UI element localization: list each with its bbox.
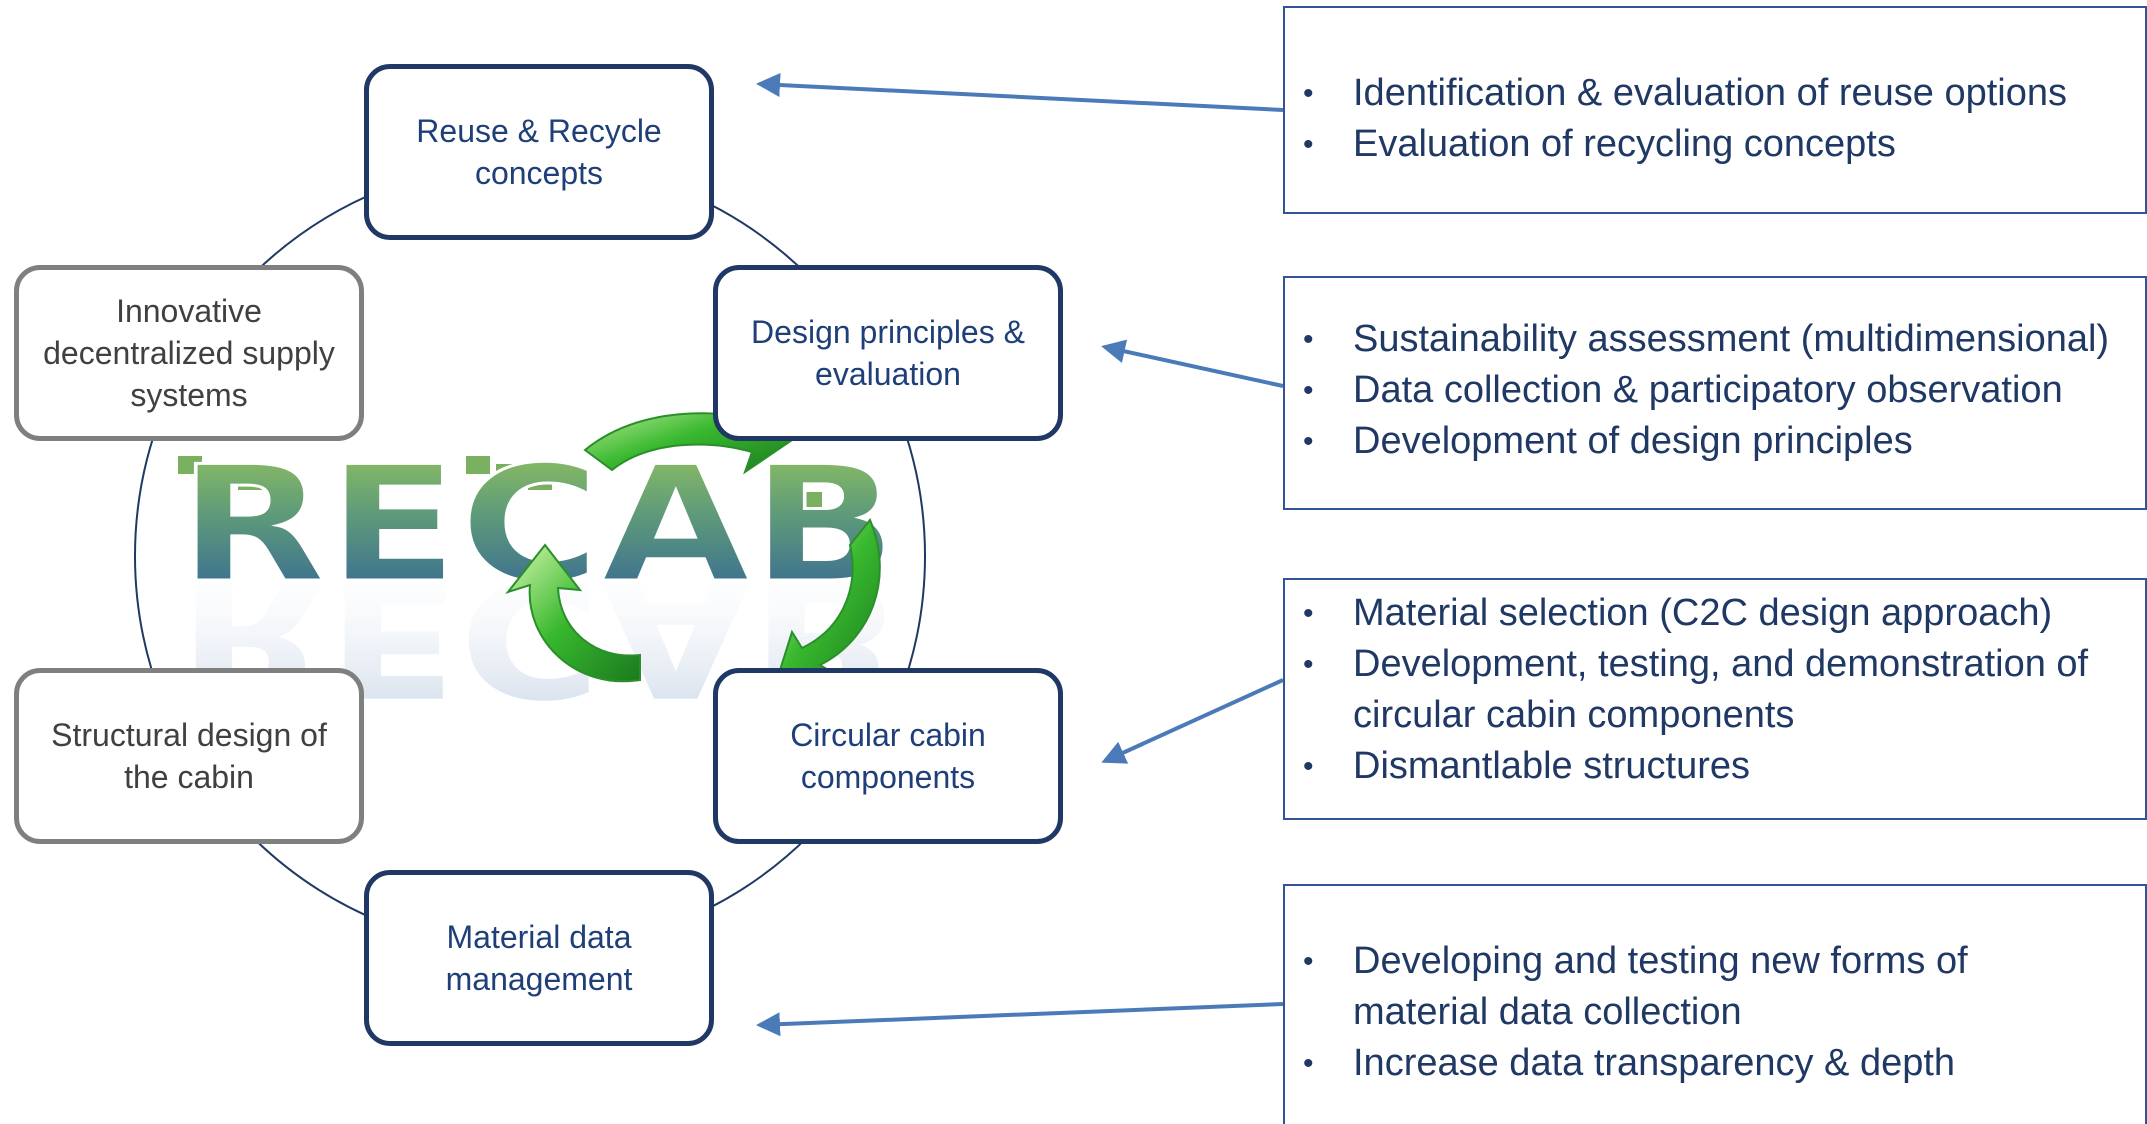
panel-design-principles: •Sustainability assessment (multidimensi…: [1283, 276, 2147, 510]
bullet-list: •Developing and testing new forms of mat…: [1285, 936, 2085, 1089]
pointer-arrow-4: [756, 1002, 1284, 1037]
recab-logo: RECAB RECAB: [177, 430, 900, 732]
list-item: •Sustainability assessment (multidimensi…: [1285, 314, 2141, 365]
node-structural-design: Structural design of the cabin: [14, 668, 364, 844]
pointer-arrow-1: [756, 73, 1284, 112]
bullet-icon: •: [1303, 1047, 1314, 1080]
bullet-icon: •: [1303, 374, 1314, 407]
bullet-icon: •: [1303, 945, 1314, 978]
bullet-icon: •: [1303, 425, 1314, 458]
list-item: •Material selection (C2C design approach…: [1285, 588, 2125, 639]
list-item: •Development of design principles: [1285, 416, 2141, 467]
bullet-icon: •: [1303, 597, 1314, 630]
panel-material-data: •Developing and testing new forms of mat…: [1283, 884, 2147, 1124]
bullet-list: •Sustainability assessment (multidimensi…: [1285, 314, 2141, 467]
bullet-list: •Material selection (C2C design approach…: [1285, 588, 2125, 792]
list-item: •Developing and testing new forms of mat…: [1285, 936, 2085, 1038]
list-item: •Dismantlable structures: [1285, 741, 2125, 792]
bullet-icon: •: [1303, 750, 1314, 783]
node-label: Circular cabin components: [790, 716, 986, 795]
list-item: •Increase data transparency & depth: [1285, 1038, 2085, 1089]
node-reuse-recycle: Reuse & Recycle concepts: [364, 64, 714, 240]
node-label: Design principles & evaluation: [751, 313, 1025, 392]
list-item: •Evaluation of recycling concepts: [1285, 119, 2135, 170]
list-item: •Identification & evaluation of reuse op…: [1285, 68, 2135, 119]
bullet-icon: •: [1303, 648, 1314, 681]
panel-circular-cabin: •Material selection (C2C design approach…: [1283, 578, 2147, 820]
panel-reuse-recycle: •Identification & evaluation of reuse op…: [1283, 6, 2147, 214]
node-label: Material data management: [445, 918, 633, 997]
node-design-principles: Design principles & evaluation: [713, 265, 1063, 441]
pointer-arrow-3: [1101, 678, 1284, 764]
list-item: •Development, testing, and demonstration…: [1285, 639, 2125, 741]
bullet-list: •Identification & evaluation of reuse op…: [1285, 68, 2135, 170]
node-label: Structural design of the cabin: [51, 716, 327, 795]
svg-text:RECAB: RECAB: [178, 431, 898, 618]
bullet-icon: •: [1303, 77, 1314, 110]
list-item: •Data collection & participatory observa…: [1285, 365, 2141, 416]
node-material-data-management: Material data management: [364, 870, 714, 1046]
bullet-icon: •: [1303, 128, 1314, 161]
node-label: Reuse & Recycle concepts: [416, 112, 662, 191]
node-circular-cabin-components: Circular cabin components: [713, 668, 1063, 844]
node-label: Innovative decentralized supply systems: [43, 292, 335, 414]
node-decentralized-supply: Innovative decentralized supply systems: [14, 265, 364, 441]
bullet-icon: •: [1303, 323, 1314, 356]
pointer-arrow-2: [1101, 339, 1284, 388]
